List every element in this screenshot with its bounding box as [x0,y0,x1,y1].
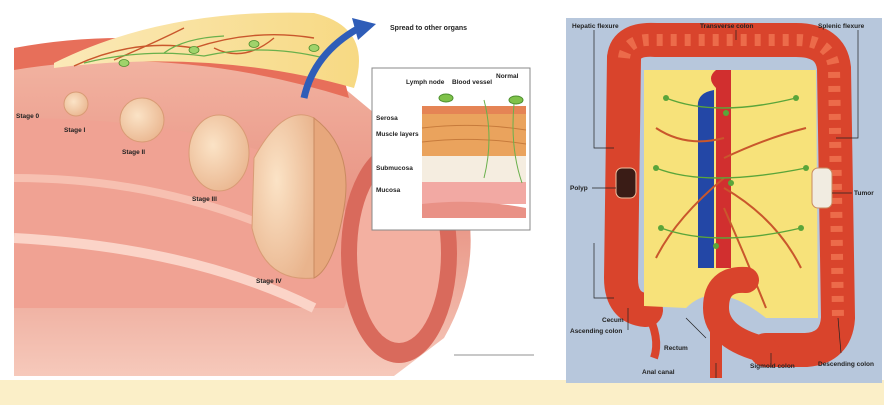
inset-layers-diagram: Normal Lymph node Blood vessel Serosa Mu… [372,68,530,230]
colon-anatomy-illustration: Hepatic flexure Transverse colon Splenic… [566,18,882,383]
hepatic-flexure-label: Hepatic flexure [572,23,619,30]
colon-anatomy-drawing: Hepatic flexure Transverse colon Splenic… [566,18,882,383]
spread-arrow-head [352,18,376,40]
polyp-window [616,168,636,198]
stage-iv-label: Stage IV [256,278,282,285]
transverse-colon-label: Transverse colon [700,23,753,30]
bottom-band [0,380,884,405]
muscle-layers-label: Muscle layers [376,131,419,138]
spread-label: Spread to other organs [390,25,467,32]
sigmoid-colon-label: Sigmoid colon [750,363,795,370]
serosa-label: Serosa [376,115,398,122]
vena-cava [698,90,714,268]
stage-i-label: Stage I [64,127,86,134]
cecum-label: Cecum [602,317,624,324]
tumor-stage-i [64,92,88,116]
mucosa-label: Mucosa [376,187,401,194]
descending-colon-label: Descending colon [818,361,874,368]
stage-0-label: Stage 0 [16,113,40,120]
ascending-colon-label: Ascending colon [570,328,622,335]
lymph-node-label: Lymph node [406,79,445,86]
stage-ii-label: Stage II [122,149,145,156]
inset-title: Normal [496,73,519,80]
cancer-stages-drawing: Spread to other organs Stage 0 Stage I S… [14,8,562,376]
tumor-stage-iii [189,115,249,191]
anal-canal-label: Anal canal [642,369,675,376]
rectum-label: Rectum [664,345,688,352]
splenic-flexure-label: Splenic flexure [818,23,865,30]
cancer-stages-illustration: Spread to other organs Stage 0 Stage I S… [14,8,562,376]
polyp-label: Polyp [570,185,588,192]
tumor-stage-ii [120,98,164,142]
submucosa-label: Submucosa [376,165,413,172]
credit-line [454,354,534,356]
tumor-window [812,168,832,208]
stage-iii-label: Stage III [192,196,217,203]
blood-vessel-label: Blood vessel [452,79,492,86]
tumor-label: Tumor [854,190,874,197]
